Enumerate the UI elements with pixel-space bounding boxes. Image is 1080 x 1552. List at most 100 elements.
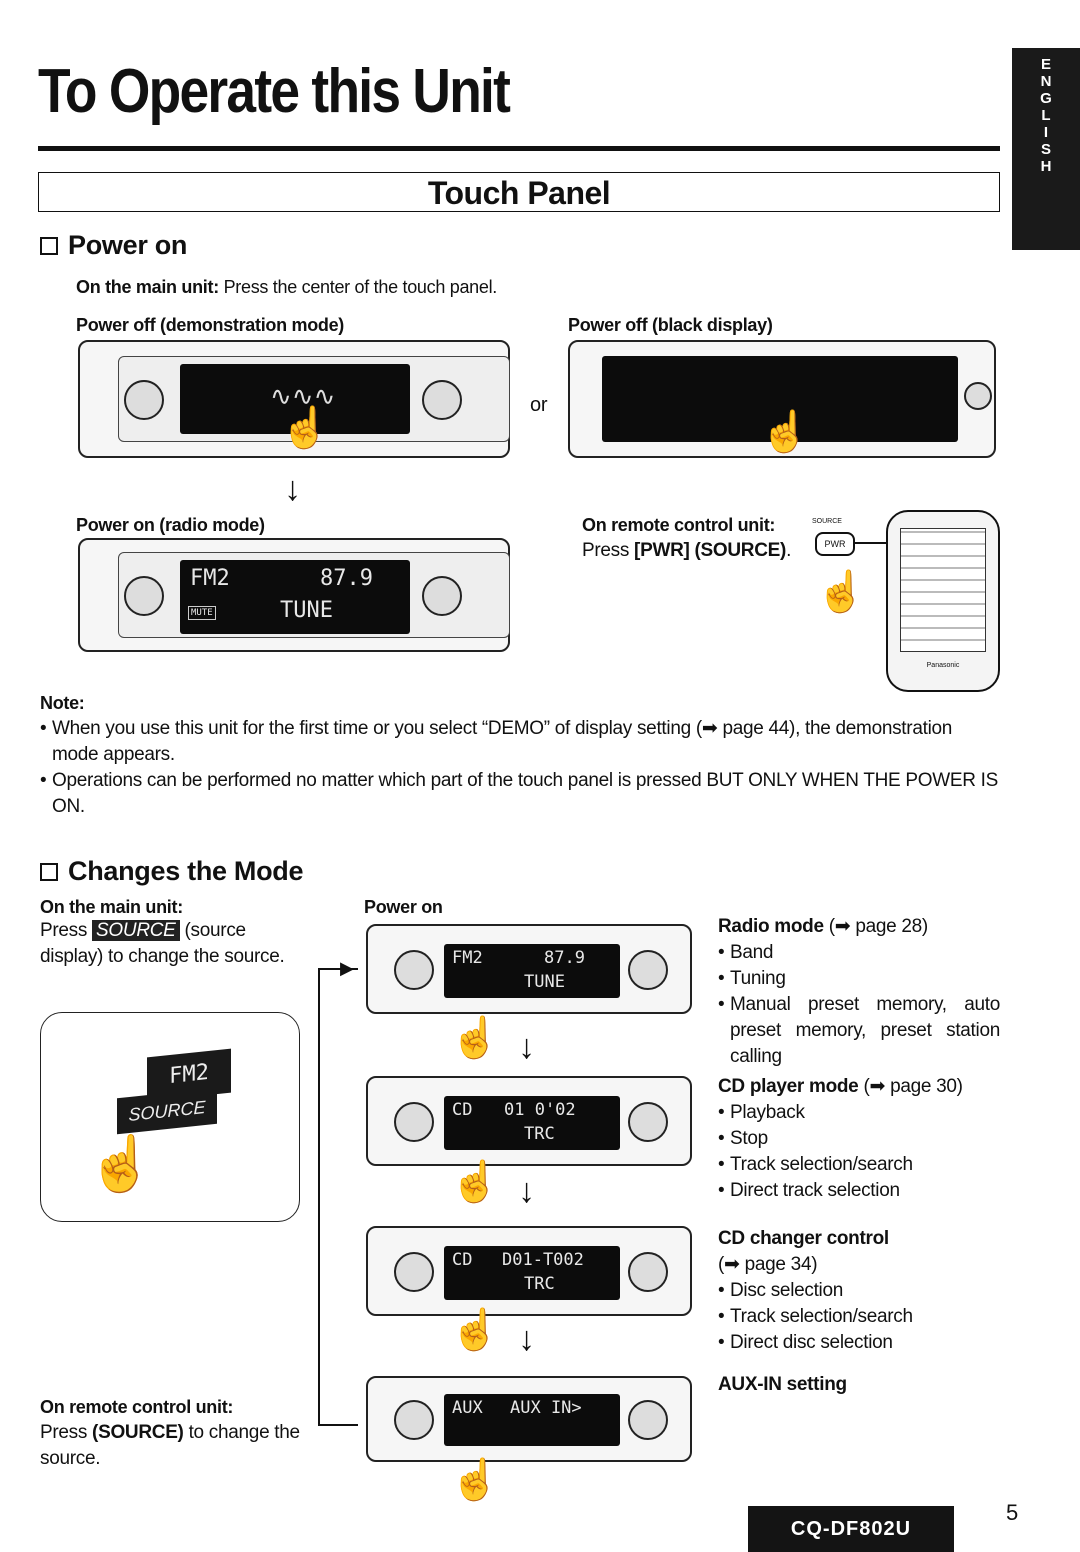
- display-bottom: TUNE: [524, 972, 565, 992]
- source-key-label: SOURCE: [812, 518, 842, 525]
- lang-letter: E: [1040, 56, 1051, 73]
- section-header: Touch Panel: [38, 172, 1000, 212]
- demo-display: ∿∿∿: [180, 364, 410, 434]
- language-tab: E N G L I S H: [1012, 48, 1080, 250]
- pwr-source-key: [PWR] (SOURCE): [634, 540, 787, 561]
- pointing-hand-icon: ☝: [816, 570, 866, 614]
- mode-title: AUX-IN setting: [718, 1374, 847, 1395]
- mode-feature: Track selection/search: [718, 1304, 1000, 1330]
- tune-readout: TUNE: [280, 598, 333, 623]
- mode-feature: Stop: [718, 1126, 1000, 1152]
- mode-feature: Band: [718, 940, 1000, 966]
- page-ref: (➡ page 34): [718, 1254, 818, 1275]
- head-unit-radio: FM2 87.9 MUTE TUNE: [78, 538, 510, 652]
- note-item: Operations can be performed no matter wh…: [40, 768, 1000, 820]
- menu-knob: [628, 1400, 668, 1440]
- display-top: CD: [452, 1100, 473, 1120]
- black-display-label: Power off (black display): [568, 315, 773, 335]
- volume-knob: [124, 380, 164, 420]
- volume-knob: [394, 950, 434, 990]
- down-arrow-icon: ↓: [518, 1320, 535, 1358]
- cycle-arrow-icon: ▶: [340, 958, 354, 978]
- cycle-line: [318, 968, 320, 1426]
- note-item: When you use this unit for the first tim…: [40, 716, 1000, 768]
- page-ref: (➡ page 30): [863, 1076, 963, 1097]
- remote-instruction: Press [PWR] (SOURCE).: [582, 538, 791, 564]
- volume-knob: [394, 1252, 434, 1292]
- mode-display: FM2 87.9 TUNE: [444, 944, 620, 998]
- illus-source-button: SOURCE: [117, 1087, 217, 1135]
- demo-mode-label: Power off (demonstration mode): [76, 315, 345, 335]
- lang-letter: G: [1040, 90, 1052, 107]
- display-bottom: TRC: [524, 1274, 555, 1294]
- volume-knob: [394, 1102, 434, 1142]
- section-title: Touch Panel: [427, 175, 611, 211]
- band-readout: FM2: [190, 566, 230, 591]
- display-value: 01 0'02: [504, 1100, 576, 1120]
- mode-feature: Direct track selection: [718, 1178, 1000, 1204]
- radio-mode-label: Power on (radio mode): [76, 515, 265, 535]
- mode-feature-list: Playback Stop Track selection/search Dir…: [718, 1100, 1000, 1204]
- source-button-icon: SOURCE: [92, 920, 180, 941]
- display-top: CD: [452, 1250, 473, 1270]
- mode-aux-in: AUX-IN setting: [718, 1372, 1000, 1398]
- display-value: AUX IN>: [510, 1398, 582, 1418]
- cm-text-post: (source display) to change the source.: [40, 920, 285, 967]
- mode-display: AUX AUX IN>: [444, 1394, 620, 1446]
- mode-display: CD 01 0'02 TRC: [444, 1096, 620, 1150]
- remote-text-pre: Press: [582, 540, 635, 561]
- mode-title: CD changer control: [718, 1228, 889, 1249]
- main-unit-label: On the main unit:: [76, 277, 219, 297]
- mode-feature: Direct disc selection: [718, 1330, 1000, 1356]
- mode-title: Radio mode: [718, 916, 824, 937]
- pointing-hand-icon: ☝: [450, 1160, 500, 1204]
- mute-indicator: MUTE: [188, 606, 216, 620]
- display-top: AUX: [452, 1398, 483, 1418]
- display-value: D01-T002: [502, 1250, 584, 1270]
- demo-graphic-icon: ∿∿∿: [270, 382, 336, 412]
- remote-control-illustration: Panasonic: [886, 510, 1000, 692]
- title-rule: [38, 146, 1000, 151]
- mode-feature: Manual preset memory, auto preset memory…: [718, 992, 1000, 1070]
- menu-knob: [628, 950, 668, 990]
- cm-remote-post: to change the source.: [40, 1422, 300, 1469]
- cm-main-unit-text: Press SOURCE (source display) to change …: [40, 918, 302, 970]
- remote-label: On remote control unit:: [582, 515, 776, 535]
- mode-unit-aux: AUX AUX IN>: [366, 1376, 692, 1462]
- checkbox-icon: [40, 862, 58, 881]
- menu-knob: [422, 380, 462, 420]
- pressing-hand-icon: ☝: [87, 1134, 155, 1194]
- power-on-label: Power on: [364, 897, 443, 917]
- pointing-hand-icon: ☝: [450, 1308, 500, 1352]
- pointing-hand-icon: ☝: [450, 1016, 500, 1060]
- changes-mode-heading: Changes the Mode: [40, 856, 304, 887]
- page-title: To Operate this Unit: [38, 57, 511, 126]
- mode-unit-radio: FM2 87.9 TUNE: [366, 924, 692, 1014]
- or-label: or: [530, 394, 548, 416]
- power-on-heading-text: Power on: [68, 230, 188, 260]
- lang-letter: L: [1041, 107, 1051, 124]
- display-top: FM2: [452, 948, 483, 968]
- menu-knob: [628, 1102, 668, 1142]
- cycle-line: [318, 1424, 358, 1426]
- pointing-hand-icon: ☝: [450, 1458, 500, 1502]
- lang-letter: S: [1040, 141, 1051, 158]
- volume-knob: [124, 576, 164, 616]
- checkbox-icon: [40, 236, 58, 255]
- lang-letter: N: [1040, 73, 1052, 90]
- side-knob: [964, 382, 992, 410]
- source-key: (SOURCE): [92, 1422, 184, 1443]
- head-unit-black: ☝: [568, 340, 996, 458]
- page-number: 5: [1006, 1500, 1019, 1525]
- mode-unit-changer: CD D01-T002 TRC: [366, 1226, 692, 1316]
- frequency-readout: 87.9: [320, 566, 373, 591]
- black-display: [602, 356, 958, 442]
- head-unit-demo: ∿∿∿ ☝: [78, 340, 510, 458]
- mode-feature: Tuning: [718, 966, 1000, 992]
- mode-unit-cd: CD 01 0'02 TRC: [366, 1076, 692, 1166]
- mode-feature: Disc selection: [718, 1278, 1000, 1304]
- pointing-hand-icon: ☝: [760, 410, 810, 454]
- cm-text-pre: Press: [40, 920, 93, 941]
- model-badge: CQ-DF802U: [748, 1506, 954, 1552]
- page-ref: (➡ page 28): [828, 916, 929, 937]
